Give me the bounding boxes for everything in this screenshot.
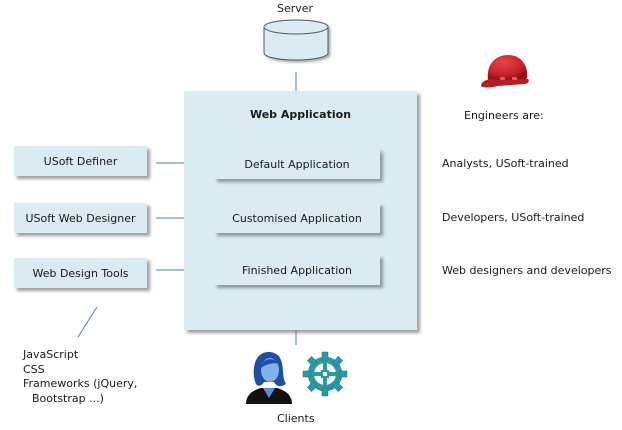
detail-item: CSS — [23, 362, 45, 376]
hard-hat-icon — [481, 55, 529, 88]
customised-application-label: Customised Application — [232, 211, 362, 225]
finished-application-label: Finished Application — [241, 263, 353, 277]
engineer-role: Web designers and developers — [442, 264, 612, 277]
web-design-tools-label: Web Design Tools — [32, 266, 129, 280]
default-application-box: Default Application — [214, 149, 380, 179]
detail-item: JavaScript — [23, 348, 79, 361]
customised-application-box: Customised Application — [214, 203, 380, 233]
web-design-tools-box: Web Design Tools — [14, 258, 147, 288]
web-design-tools-details: JavaScript CSS Frameworks (jQuery, Boots… — [23, 348, 137, 406]
web-application-title: Web Application — [249, 108, 352, 121]
server-label: Server — [277, 2, 314, 15]
tools-details-connector — [77, 306, 98, 338]
user-icon — [246, 352, 292, 404]
detail-item: Frameworks (jQuery, — [23, 377, 138, 390]
detail-item: Bootstrap ...) — [32, 391, 104, 405]
usoft-definer-label: USoft Definer — [43, 154, 118, 168]
usoft-web-designer-label: USoft Web Designer — [25, 211, 136, 225]
usoft-web-designer-box: USoft Web Designer — [14, 203, 147, 233]
engineers-heading: Engineers are: — [464, 109, 544, 122]
clients-label: Clients — [277, 412, 315, 425]
finished-application-box: Finished Application — [214, 255, 380, 285]
gear-icon — [302, 351, 348, 397]
engineer-role: Developers, USoft-trained — [442, 211, 585, 224]
default-application-label: Default Application — [244, 157, 350, 171]
database-cylinder-icon — [263, 19, 329, 61]
engineer-role: Analysts, USoft-trained — [442, 157, 569, 170]
usoft-definer-box: USoft Definer — [14, 146, 147, 176]
